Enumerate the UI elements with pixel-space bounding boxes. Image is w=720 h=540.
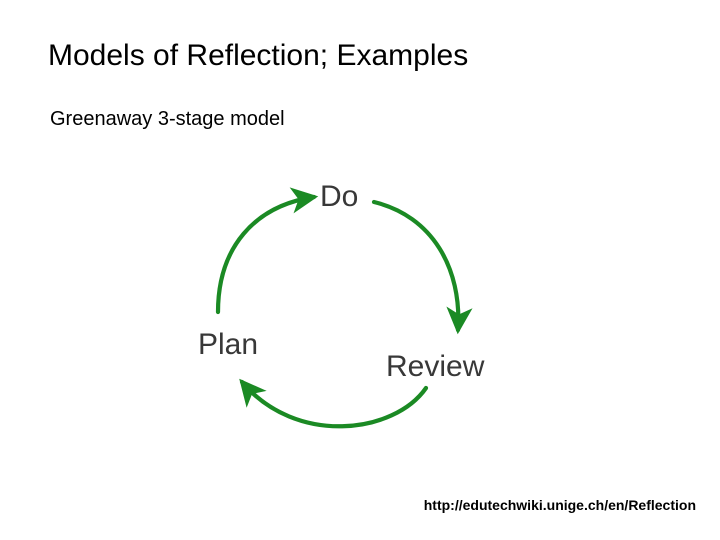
source-url-text: http://edutechwiki.unige.ch/en/Reflectio…: [423, 497, 696, 513]
cycle-arcs-svg: [215, 187, 473, 429]
arc-plan-to-do: [215, 187, 319, 315]
model-subtitle: Greenaway 3-stage model: [50, 108, 285, 130]
arc-review-to-plan: [239, 378, 429, 429]
stage-label-plan: Plan: [198, 328, 259, 361]
stage-label-review: Review: [386, 350, 485, 383]
greenaway-cycle-diagram: Do Plan Review: [170, 160, 530, 470]
stage-label-do: Do: [320, 180, 359, 213]
page-title: Models of Reflection; Examples: [48, 39, 469, 73]
arc-do-to-review: [371, 199, 473, 335]
